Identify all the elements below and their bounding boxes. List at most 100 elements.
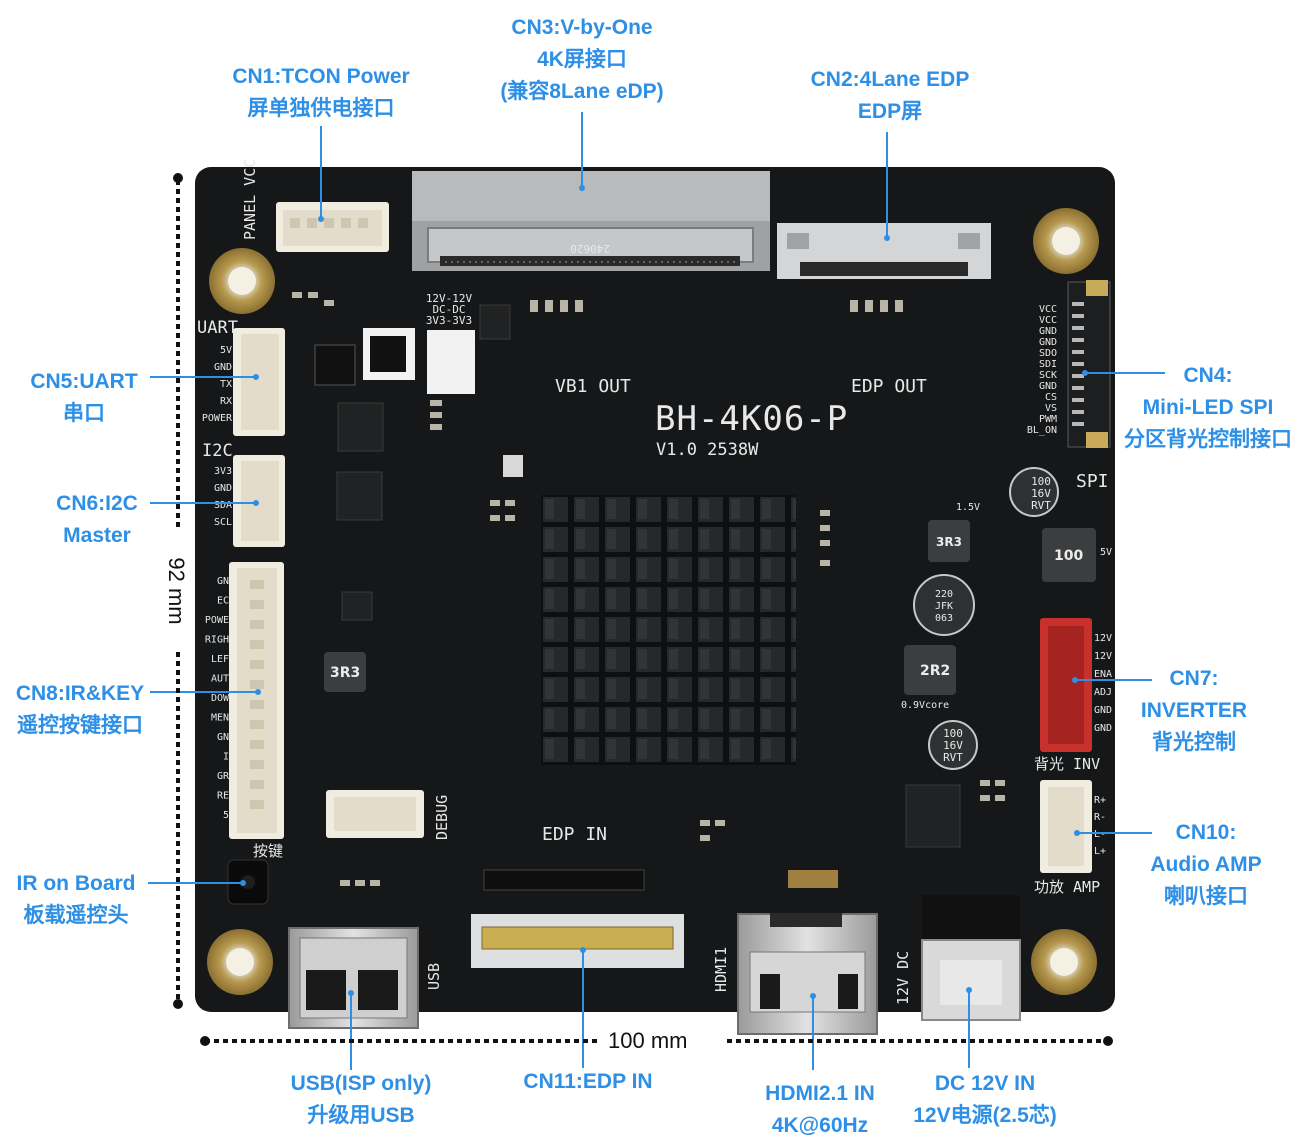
- cap1-line-1: 16V: [1031, 487, 1051, 500]
- key-pin-11: RE: [217, 791, 229, 802]
- silk-edp-in: EDP IN: [542, 824, 607, 845]
- dimension-height: 92 mm: [164, 557, 189, 625]
- spi-pin-7: GND: [1039, 381, 1057, 392]
- key-pin-8: GN: [217, 732, 229, 743]
- cap3-line-2: RVT: [943, 751, 963, 764]
- label-cn7-title: CN7:: [1169, 667, 1219, 690]
- spi-pin-4: SDO: [1039, 348, 1057, 359]
- uart-pin-1: GND: [214, 362, 232, 373]
- heatsink: [541, 495, 796, 765]
- key-pin-12: 5: [223, 810, 229, 821]
- silk-inv: 背光 INV: [1034, 755, 1100, 773]
- cap2-line-2: 063: [935, 613, 953, 624]
- label-cn1-desc: 屏单独供电接口: [247, 97, 395, 120]
- key-pin-3: RIGH: [205, 635, 229, 646]
- label-cn5-title: CN5:UART: [30, 370, 138, 393]
- silk-inductor-3r3: 3R3: [330, 665, 360, 681]
- inv-pin-2: ENA: [1094, 669, 1112, 680]
- key-pin-4: LEF: [211, 654, 229, 665]
- silk-vcore: 0.9Vcore: [901, 700, 949, 711]
- silk-5v: 5V: [1100, 547, 1112, 558]
- label-usb: USB(ISP only) 升级用USB: [266, 1068, 456, 1132]
- label-cn3-note: (兼容8Lane eDP): [500, 80, 664, 103]
- i2c-pin-3: SCL: [214, 517, 232, 528]
- silk-spi: SPI: [1076, 471, 1109, 492]
- callout-lines: [148, 112, 1165, 1070]
- label-cn8-desc: 遥控按键接口: [17, 714, 143, 737]
- silk-amp: 功放 AMP: [1034, 878, 1100, 896]
- label-cn6-desc: Master: [63, 524, 131, 547]
- uart-pin-3: RX: [220, 396, 232, 407]
- i2c-pin-1: GND: [214, 483, 232, 494]
- spi-pin-1: VCC: [1039, 315, 1057, 326]
- key-pin-10: GR: [217, 771, 230, 782]
- cap2-line-1: JFK: [935, 601, 953, 612]
- dimension-width: 100 mm: [608, 1028, 688, 1053]
- label-cn2: CN2:4Lane EDP EDP屏: [770, 64, 1010, 128]
- spi-pin-11: BL_ON: [1027, 425, 1057, 436]
- key-pin-7: MEN: [211, 713, 229, 724]
- silk-1v5: 1.5V: [956, 502, 980, 513]
- spi-pin-3: GND: [1039, 337, 1057, 348]
- cap3-line-0: 100: [943, 727, 963, 740]
- dimension-lines: [176, 180, 1108, 1043]
- label-dc-title: DC 12V IN: [934, 1072, 1036, 1095]
- amp-pin-2: L-: [1094, 829, 1106, 840]
- label-hdmi-desc: 4K@60Hz: [771, 1114, 869, 1137]
- label-cn4: CN4: Mini-LED SPI 分区背光控制接口: [1108, 360, 1308, 456]
- cap3-line-1: 16V: [943, 739, 963, 752]
- spi-pin-8: CS: [1045, 392, 1057, 403]
- silk-inductor-100: 100: [1054, 548, 1083, 564]
- key-pin-1: EC: [217, 596, 229, 607]
- label-cn1-title: CN1:TCON Power: [232, 65, 410, 88]
- amp-pin-3: L+: [1094, 846, 1106, 857]
- silk-hdmi: HDMI1: [712, 947, 730, 992]
- label-hdmi: HDMI2.1 IN 4K@60Hz: [740, 1078, 900, 1142]
- inv-pin-5: GND: [1094, 723, 1112, 734]
- silk-model: BH-4K06-P: [655, 399, 848, 439]
- label-cn11-title: CN11:EDP IN: [523, 1070, 653, 1093]
- silk-i2c: I2C: [202, 441, 233, 461]
- silk-uart: UART: [197, 318, 238, 338]
- dcdc-label-2: 3V3-3V3: [426, 314, 472, 327]
- label-cn4-type: Mini-LED SPI: [1142, 396, 1274, 419]
- i2c-pin-0: 3V3: [214, 466, 232, 477]
- silk-inductor-839: 3R3: [936, 535, 962, 549]
- silk-key: 按键: [253, 842, 283, 860]
- cap1-line-2: RVT: [1031, 499, 1051, 512]
- inv-pin-0: 12V: [1094, 633, 1112, 644]
- silk-vb1-out: VB1 OUT: [555, 376, 631, 397]
- silk-debug: DEBUG: [433, 795, 451, 840]
- label-cn6-title: CN6:I2C: [56, 492, 138, 515]
- label-dc: DC 12V IN 12V电源(2.5芯): [890, 1068, 1080, 1132]
- label-cn5: CN5:UART 串口: [4, 366, 164, 430]
- label-cn7-type: INVERTER: [1140, 699, 1248, 722]
- key-pin-0: GN: [217, 576, 229, 587]
- label-cn8-title: CN8:IR&KEY: [15, 682, 145, 705]
- label-cn11: CN11:EDP IN: [498, 1066, 678, 1098]
- label-ir-title: IR on Board: [16, 872, 136, 895]
- silk-version: V1.0 2538W: [656, 440, 759, 460]
- label-cn3-title: CN3:V-by-One: [511, 16, 653, 39]
- inductor-3r3: [324, 652, 366, 692]
- label-hdmi-title: HDMI2.1 IN: [765, 1082, 875, 1105]
- inv-pin-3: ADJ: [1094, 687, 1112, 698]
- silk-usb: USB: [425, 963, 443, 990]
- label-cn7: CN7: INVERTER 背光控制: [1126, 663, 1262, 759]
- label-usb-title: USB(ISP only): [290, 1072, 432, 1095]
- key-pin-6: DOW: [211, 693, 230, 704]
- label-cn3-desc: 4K屏接口: [537, 48, 627, 71]
- label-cn6: CN6:I2C Master: [17, 488, 177, 552]
- mounting-hole-icon: [207, 208, 1099, 995]
- amp-pin-labels: R+R-L-L+: [1094, 795, 1106, 857]
- dcdc-label-0: 12V-12V: [426, 292, 473, 305]
- uart-pin-2: TX: [220, 379, 232, 390]
- silk-inductor-2r2: 2R2: [920, 663, 950, 679]
- cap1-line-0: 100: [1031, 475, 1051, 488]
